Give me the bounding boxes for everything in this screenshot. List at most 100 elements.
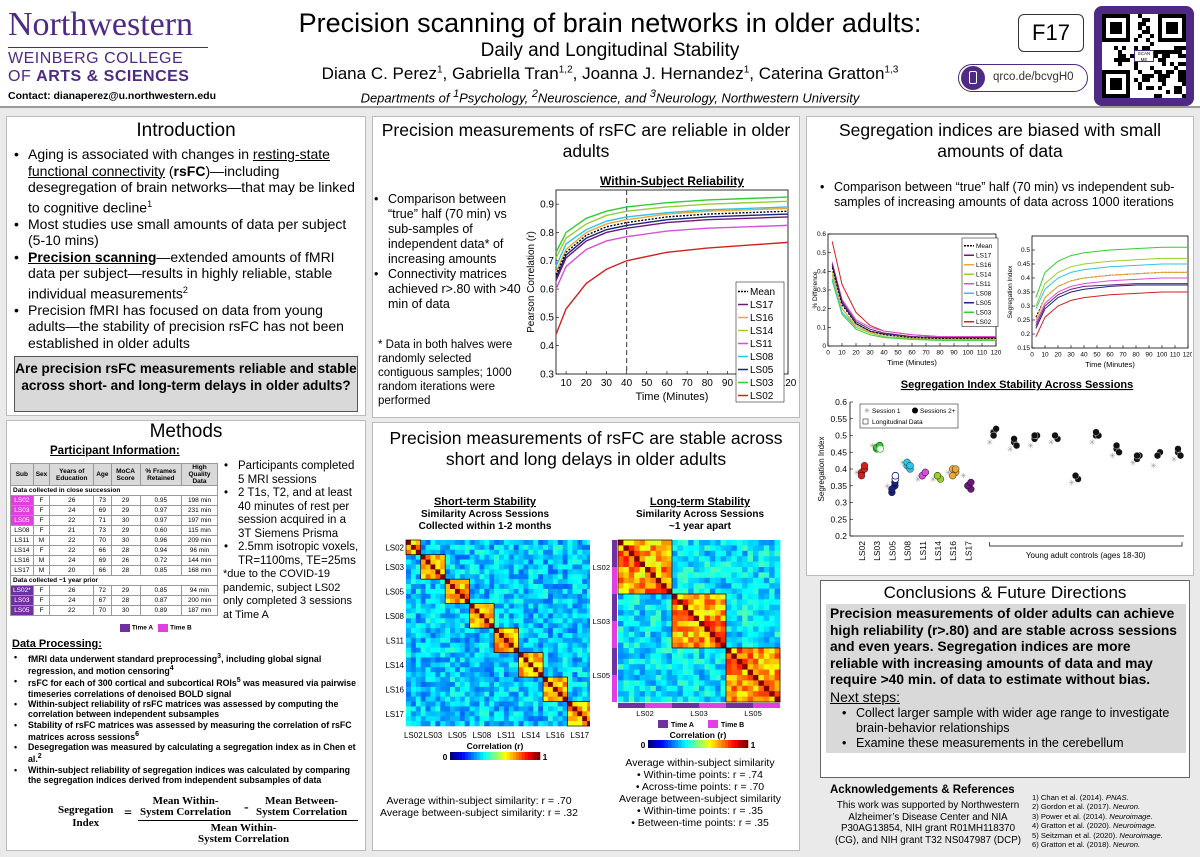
heatmap-cell [543, 608, 549, 614]
heatmap-cell [582, 652, 588, 658]
heatmap-cell [666, 685, 673, 692]
heatmap-cell [682, 626, 689, 633]
heatmap-cell [420, 647, 426, 653]
heatmap-cell [499, 540, 505, 546]
heatmap-cell [577, 598, 583, 604]
heatmap-cell [410, 706, 417, 712]
heatmap-cell [533, 623, 539, 629]
heatmap-cell [494, 623, 500, 629]
heatmap-cell [562, 652, 568, 658]
table-cell: 0.95 [139, 495, 183, 506]
ref-author: 6) Gratton et al. (2018). [1032, 840, 1114, 850]
qr-link-pill[interactable]: qrco.de/bcvgH0 [958, 64, 1088, 92]
heatmap-cell [494, 564, 500, 570]
heatmap-cell [582, 564, 588, 570]
heatmap-cell [645, 556, 651, 562]
college-arts: ARTS & SCIENCES [36, 68, 190, 85]
heatmap-cell [420, 544, 426, 551]
x-tick-label: 30 [601, 378, 613, 389]
heatmap-cell [518, 701, 524, 707]
heatmap-cell [450, 574, 456, 580]
heatmap-cell [508, 588, 514, 595]
heatmap-cell [639, 631, 646, 638]
heatmap-cell [736, 583, 743, 589]
time-legend: Time A Time B [120, 624, 192, 632]
heatmap-cell [699, 594, 705, 600]
heatmap-cell [518, 706, 524, 712]
heatmap-cell [454, 579, 461, 585]
heatmap-cell [503, 696, 510, 702]
heatmap-cell [440, 696, 446, 702]
session1-marker: ✳ [869, 442, 876, 451]
qr-module [1162, 54, 1166, 58]
heatmap-cell [666, 561, 673, 568]
heatmap-cell [445, 559, 451, 565]
heatmap-cell [513, 686, 519, 693]
heatmap-cell [655, 658, 662, 665]
table-cell: 30 [110, 605, 141, 616]
heatmap-cell [628, 540, 635, 546]
heatmap-cell [415, 691, 421, 697]
heatmap-cell [634, 588, 640, 595]
heatmap-cell [533, 637, 539, 644]
heatmap-cell [587, 603, 590, 609]
heatmap-cell [666, 594, 673, 600]
heatmap-cell [693, 577, 700, 584]
heatmap-cell [538, 618, 544, 624]
heatmap-cell [709, 669, 716, 676]
session1-marker: ✳ [1150, 462, 1157, 471]
heatmap-cell [562, 662, 568, 668]
heatmap-cell [469, 569, 475, 575]
heatmap-cell [623, 669, 630, 676]
heatmap-cell [582, 549, 588, 555]
heatmap-cell [742, 685, 748, 692]
heatmap-cell [769, 631, 775, 638]
heatmap-cell [682, 691, 689, 697]
heatmap-cell [518, 549, 524, 555]
heatmap-cell [469, 691, 475, 697]
heatmap-cell [758, 615, 765, 622]
table-header: Sex [32, 463, 51, 486]
legend-label: LS11 [750, 339, 773, 350]
heatmap-cell [774, 545, 781, 552]
session1-marker: ✳ [1130, 458, 1137, 467]
heatmap-cell [587, 544, 590, 551]
methods-bullet: 2.5mm isotropic voxels, TR=1100ms, TE=25… [222, 541, 362, 568]
heatmap-cell [518, 540, 524, 546]
series-line-ls03 [831, 280, 996, 341]
qr-code[interactable]: SCAN ME [1094, 6, 1194, 106]
heatmap-cell [562, 584, 568, 590]
heatmap-cell [469, 618, 475, 624]
heatmap-cell [618, 561, 624, 568]
x-tick-label: 40 [621, 378, 633, 389]
heatmap-cell [562, 686, 568, 693]
heatmap-cell [693, 556, 700, 562]
heatmap-cell [709, 577, 716, 584]
legend-label: LS08 [750, 352, 774, 363]
heatmap-cell [474, 574, 480, 580]
heatmap-cell [688, 691, 694, 697]
heatmap-cell [682, 610, 689, 616]
heatmap-cell [655, 577, 662, 584]
heatmap-cell [547, 544, 554, 551]
session1-marker: ✳ [1089, 438, 1096, 447]
heatmap-cell [672, 567, 678, 573]
heatmap-cell [543, 593, 549, 600]
heatmap-cell [406, 549, 412, 555]
heatmap-cell [704, 637, 711, 643]
heatmap-cell [763, 631, 770, 638]
heatmap-cell [454, 588, 461, 595]
qr-link[interactable]: qrco.de/bcvgH0 [993, 71, 1074, 83]
heatmap-cell [499, 662, 505, 668]
heatmap-cell [628, 669, 635, 676]
heatmap-cell [459, 716, 466, 722]
heatmap-cell [666, 691, 673, 697]
heatmap-cell [538, 540, 544, 546]
y-tick-label: 0.7 [540, 256, 554, 267]
heatmap-cell [454, 642, 461, 648]
heatmap-cell [533, 588, 539, 595]
session-point [860, 462, 869, 470]
heatmap-cell [528, 716, 534, 722]
heatmap-cell [469, 593, 475, 600]
heatmap-cell [543, 677, 549, 683]
